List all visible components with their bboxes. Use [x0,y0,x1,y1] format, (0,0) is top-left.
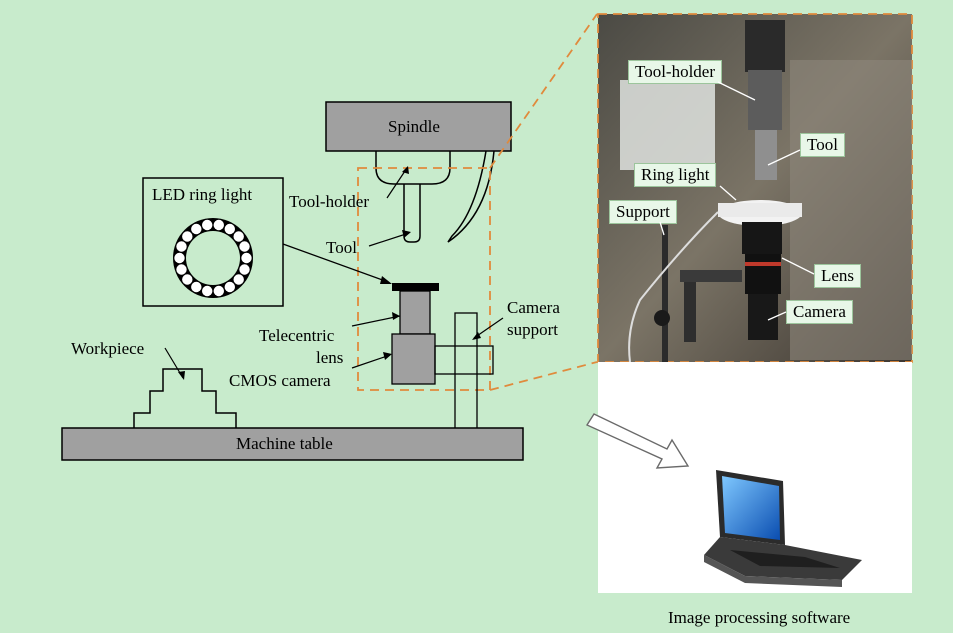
led-dot [182,274,193,285]
image-processing-caption: Image processing software [668,608,851,627]
telecentric-lens-label-2: lens [316,348,344,367]
led-dot [176,241,187,252]
led-dot [182,231,193,242]
led-dot [213,219,224,231]
camera-support-shape [454,312,478,430]
led-dot [224,223,235,235]
photo-tag-tool: Tool [800,133,845,157]
spindle-label: Spindle [388,117,440,136]
tool-shape [403,184,421,243]
led-dot [224,281,235,293]
cmos-camera-shape [391,333,436,385]
photo-tag-lens: Lens [814,264,862,288]
zoom-region [357,167,491,391]
laptop-icon [704,470,862,587]
photo-tag-tool-holder: Tool-holder [628,60,723,84]
zoom-line-bottom [489,361,598,391]
cmos-camera-label: CMOS camera [229,371,331,390]
led-dot [213,285,224,297]
photo-tag-camera: Camera [786,300,853,324]
led-dot [241,252,252,264]
support-arm [434,345,494,375]
coolant-hose [447,150,495,243]
led-dot [191,223,202,235]
ring-light-shape [392,283,439,291]
tool-holder-label: Tool-holder [289,192,370,211]
led-dot [174,252,185,264]
flow-arrow [585,413,690,469]
led-dot [239,264,250,275]
photo-tag-ring-light: Ring light [634,163,717,187]
led-ring-light-label: LED ring light [152,185,253,204]
workpiece-shape [133,368,237,428]
led-dot [191,281,202,293]
machine-table-shape [61,427,524,461]
led-ring-inset [142,177,284,307]
spindle-block [325,101,512,152]
machine-table-label: Machine table [236,434,333,453]
camera-support-label-1: Camera [507,298,560,317]
camera-support-label-2: support [507,320,558,339]
led-dot [202,285,213,297]
led-dot [233,274,244,285]
zoom-line-top [489,13,598,169]
telecentric-lens-shape [399,290,431,335]
workpiece-label: Workpiece [71,339,145,358]
tool-label: Tool [326,238,357,257]
tool-holder-shape [375,151,451,185]
led-dot [202,219,213,231]
led-dot [176,264,187,275]
photo-tag-support: Support [609,200,677,224]
led-dot [239,241,250,252]
telecentric-lens-label-1: Telecentric [259,326,335,345]
led-dot [233,231,244,242]
